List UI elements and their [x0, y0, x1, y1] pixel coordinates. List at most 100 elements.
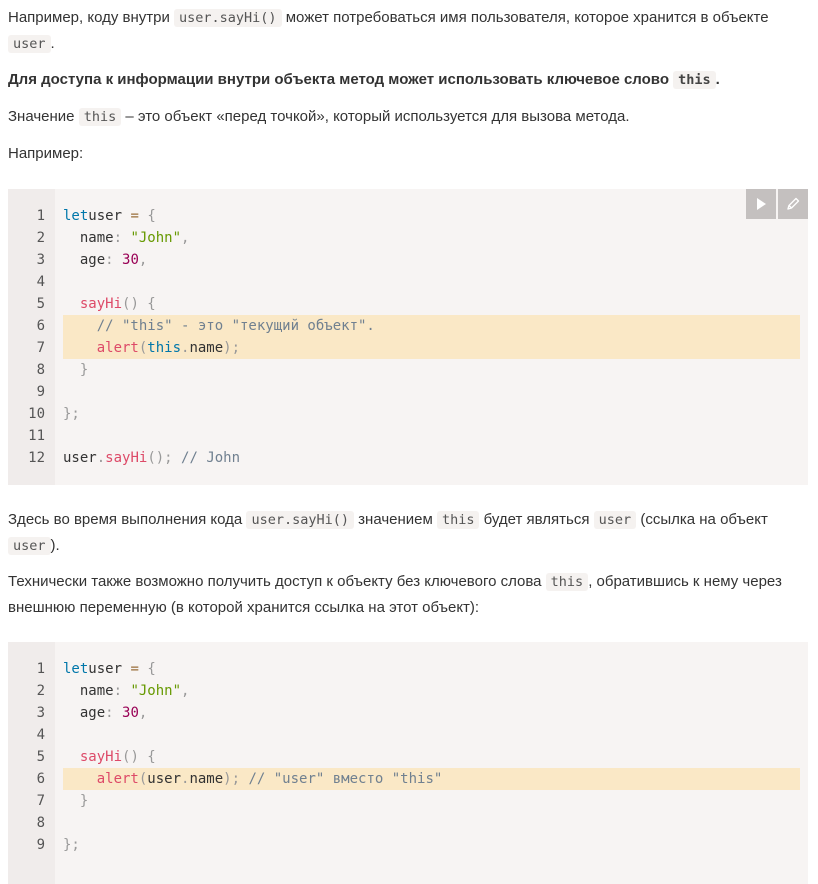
code-text: alert(this.name);	[63, 337, 240, 359]
line-number: 8	[36, 362, 45, 378]
highlighted-line	[63, 337, 800, 359]
code-token: );	[223, 340, 241, 356]
paragraph-intro: Например, коду внутри user.sayHi() может…	[8, 5, 808, 57]
code-token: name	[189, 771, 224, 787]
code-token: sayHi	[63, 749, 123, 765]
line-number: 9	[36, 837, 45, 853]
inline-code: this	[673, 71, 716, 89]
text: ).	[50, 537, 60, 554]
text: .	[715, 71, 720, 88]
line-number: 1	[36, 208, 45, 224]
code-text: }	[63, 790, 88, 812]
code-token: ,	[181, 683, 190, 699]
inline-code: user.sayHi()	[174, 9, 282, 27]
code-token: user	[63, 450, 97, 466]
line-number: 12	[28, 450, 45, 466]
code-token: .	[181, 340, 190, 356]
code-token: 30	[113, 705, 139, 721]
text: , обратившись к нему через внешнюю перем…	[8, 573, 782, 616]
code-token: :	[105, 252, 114, 268]
code-text: user.sayHi(); // John	[63, 447, 240, 469]
line-number: 3	[36, 252, 45, 268]
text: Здесь во время выполнения кода	[8, 511, 247, 528]
line-number: 9	[36, 384, 45, 400]
line-number: 1	[36, 661, 45, 677]
code-token: :	[113, 683, 123, 699]
code-token: name	[63, 230, 114, 246]
paragraph-example-label: Например:	[8, 141, 808, 166]
code-token: {	[138, 661, 156, 677]
highlighted-line	[63, 768, 800, 790]
run-button[interactable]	[746, 189, 776, 219]
code-token: age	[63, 705, 106, 721]
play-icon	[757, 198, 766, 210]
code-token: "John"	[122, 683, 182, 699]
code-token: ()	[122, 296, 139, 312]
code-text: name: "John",	[63, 227, 190, 249]
code-token: name	[189, 340, 224, 356]
edit-button[interactable]	[778, 189, 808, 219]
code-token: // John	[172, 450, 241, 466]
text: значением	[353, 511, 437, 528]
line-number-gutter	[8, 642, 55, 884]
text: может потребоваться имя пользователя, ко…	[281, 9, 769, 26]
inline-code: this	[545, 573, 589, 591]
text: – это объект «перед точкой», который исп…	[121, 108, 630, 125]
line-number: 4	[36, 274, 45, 290]
code-text: // "this" - это "текущий объект".	[63, 315, 375, 337]
paragraph-this-value: Значение this – это объект «перед точкой…	[8, 104, 808, 130]
code-token: ,	[181, 230, 190, 246]
code-token: ();	[147, 450, 173, 466]
code-token: sayHi	[105, 450, 148, 466]
line-number: 5	[36, 749, 45, 765]
code-token: {	[138, 749, 156, 765]
code-token: ,	[138, 705, 148, 721]
paragraph-external-variable: Технически также возможно получить досту…	[8, 569, 808, 620]
code-toolbar	[746, 189, 808, 219]
code-text: sayHi() {	[63, 746, 156, 768]
line-number: 6	[36, 318, 45, 334]
paragraph-explanation: Здесь во время выполнения кода user.sayH…	[8, 507, 808, 559]
inline-code: this	[78, 108, 122, 126]
line-number: 3	[36, 705, 45, 721]
highlighted-line	[63, 315, 800, 337]
code-token: :	[105, 705, 114, 721]
code-token: };	[63, 837, 80, 853]
code-token: :	[113, 230, 123, 246]
line-number: 4	[36, 727, 45, 743]
text: .	[50, 35, 55, 52]
line-number-gutter	[8, 189, 55, 485]
code-token: user	[147, 771, 182, 787]
code-token: .	[96, 450, 106, 466]
code-text: sayHi() {	[63, 293, 156, 315]
text: Значение	[8, 108, 79, 125]
inline-code: user	[8, 537, 51, 555]
code-token: alert	[63, 340, 139, 356]
line-number: 5	[36, 296, 45, 312]
code-token: // "user" вместо "this"	[240, 771, 443, 787]
inline-code: this	[436, 511, 480, 529]
line-number: 6	[36, 771, 45, 787]
code-token: }	[63, 362, 89, 378]
line-number: 2	[36, 230, 45, 246]
code-token: .	[181, 771, 190, 787]
code-token: 30	[113, 252, 139, 268]
code-token: name	[63, 683, 114, 699]
code-token: let	[63, 661, 89, 677]
text: будет являться	[479, 511, 594, 528]
text: Для доступа к информации внутри объекта …	[8, 71, 674, 88]
paragraph-this-keyword: Для доступа к информации внутри объекта …	[8, 67, 808, 93]
line-number: 11	[28, 428, 45, 444]
code-token: ,	[138, 252, 148, 268]
text: Технически также возможно получить досту…	[8, 573, 546, 590]
code-token: =	[130, 208, 139, 224]
code-token: }	[63, 793, 89, 809]
code-text: age: 30,	[63, 702, 147, 724]
text: Например:	[8, 145, 84, 162]
code-token: "John"	[122, 230, 182, 246]
code-token: =	[130, 661, 139, 677]
code-text: letuser = {	[63, 658, 156, 680]
code-token: ()	[122, 749, 139, 765]
